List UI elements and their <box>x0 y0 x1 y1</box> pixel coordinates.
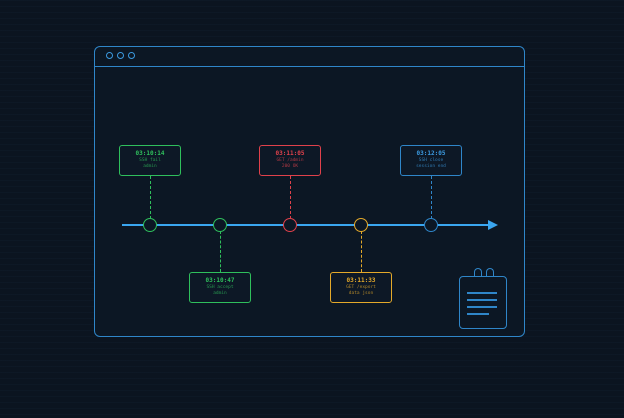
event-line1: GET /admin <box>276 158 304 163</box>
event-node[interactable] <box>283 218 297 232</box>
event-time: 03:11:33 <box>346 277 376 284</box>
event-node[interactable] <box>354 218 368 232</box>
event-time: 03:10:47 <box>205 277 235 284</box>
event-stem <box>431 176 432 219</box>
clipboard-ring <box>474 268 482 277</box>
app-window <box>94 46 525 337</box>
event-line1: GET /export <box>346 285 376 290</box>
clipboard-line <box>467 306 497 308</box>
event-stem <box>290 176 291 219</box>
timeline-axis <box>122 224 490 226</box>
event-stem <box>361 231 362 272</box>
event-card[interactable]: 03:10:47 SSH accept admin <box>189 272 251 303</box>
window-minimize-dot[interactable] <box>117 52 124 59</box>
timeline-arrow-icon <box>488 220 498 230</box>
window-maximize-dot[interactable] <box>128 52 135 59</box>
clipboard-ring <box>486 268 494 277</box>
event-card[interactable]: 03:10:14 SSH fail admin <box>119 145 181 176</box>
event-line2: data json <box>348 291 374 296</box>
event-stem <box>220 231 221 272</box>
event-card[interactable]: 03:11:33 GET /export data json <box>330 272 392 303</box>
window-close-dot[interactable] <box>106 52 113 59</box>
event-line1: SSH fail <box>139 158 161 163</box>
event-card[interactable]: 03:11:05 GET /admin 200 OK <box>259 145 321 176</box>
window-titlebar <box>95 47 524 67</box>
event-card[interactable]: 03:12:05 SSH close session end <box>400 145 462 176</box>
event-time: 03:10:14 <box>135 150 165 157</box>
event-node[interactable] <box>213 218 227 232</box>
clipboard-line <box>467 313 489 315</box>
event-node[interactable] <box>424 218 438 232</box>
event-line2: session end <box>416 164 446 169</box>
event-time: 03:12:05 <box>416 150 446 157</box>
event-line2: admin <box>213 291 227 296</box>
clipboard-line <box>467 299 497 301</box>
event-line2: 200 OK <box>281 164 299 169</box>
clipboard-line <box>467 292 497 294</box>
event-node[interactable] <box>143 218 157 232</box>
event-stem <box>150 176 151 219</box>
clipboard-icon[interactable] <box>459 268 507 329</box>
event-line1: SSH accept <box>206 285 234 290</box>
event-line2: admin <box>143 164 157 169</box>
event-line1: SSH close <box>418 158 444 163</box>
event-time: 03:11:05 <box>275 150 305 157</box>
